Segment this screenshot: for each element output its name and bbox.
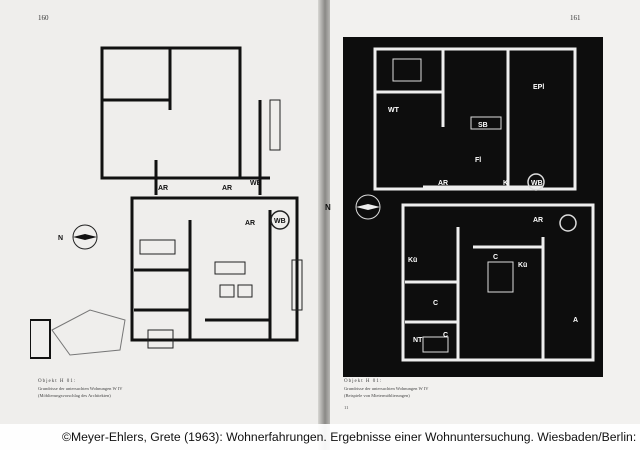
floor-plan-architect: AR AR AR WB WB N [30,46,303,359]
caption-title: Objekt H 01: [344,379,383,384]
page-number: 161 [570,14,581,22]
left-page: 160 AR AR AR WB WB N Objekt H 01: Grundrisse… [0,0,322,450]
caption-note: 11 [344,405,349,410]
svg-text:AR: AR [245,220,255,227]
svg-text:SB: SB [478,122,488,129]
svg-text:WB: WB [274,218,286,225]
svg-text:Kü: Kü [518,262,527,269]
north-label: N [325,203,331,212]
svg-text:Kü: Kü [408,257,417,264]
svg-text:WB: WB [531,180,543,187]
copyright-text: ©Meyer-Ehlers, Grete (1963): Wohnerfahru… [62,430,637,444]
svg-text:C: C [493,254,498,261]
svg-text:N: N [58,235,63,242]
copyright-footer: ©Meyer-Ehlers, Grete (1963): Wohnerfahru… [0,424,640,450]
svg-text:C: C [433,300,438,307]
caption-line1: Grundrisse der untersuchten Wohnungen W … [344,386,429,391]
svg-text:C: C [443,332,448,339]
caption-line2: (Beispiele von Mietermöblierungen) [344,393,410,398]
caption-line1: Grundrisse der untersuchten Wohnungen W … [38,386,123,391]
svg-text:A: A [573,317,578,324]
caption-line2: (Möblierungsvorschlag des Architekten) [38,393,111,398]
svg-text:AR: AR [158,185,168,192]
svg-text:AR: AR [438,180,448,187]
svg-text:K: K [503,180,508,187]
book-gutter [318,0,332,450]
page-number: 160 [38,14,49,22]
svg-text:NT: NT [413,337,423,344]
svg-text:AR: AR [222,185,232,192]
svg-text:EPl: EPl [533,84,544,91]
svg-text:AR: AR [533,217,543,224]
caption-left: Objekt H 01: Grundrisse der untersuchten… [38,378,123,399]
caption-right: Objekt H 01: Grundrisse der untersuchten… [344,378,429,411]
svg-text:WB: WB [250,180,262,187]
svg-text:Fl: Fl [475,157,481,164]
svg-text:WT: WT [388,107,400,114]
caption-title: Objekt H 01: [38,379,77,384]
